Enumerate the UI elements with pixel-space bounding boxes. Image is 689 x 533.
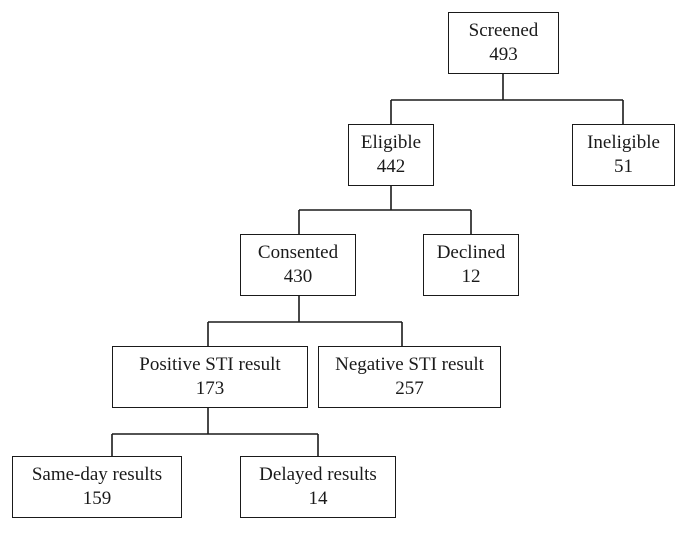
delayed-results-box: Delayed results 14 — [240, 456, 396, 518]
ineligible-box: Ineligible 51 — [572, 124, 675, 186]
screened-box: Screened 493 — [448, 12, 559, 74]
positive-sti-box: Positive STI result 173 — [112, 346, 308, 408]
screened-label: Screened — [468, 20, 539, 41]
same-day-results-count: 159 — [82, 488, 112, 509]
same-day-results-label: Same-day results — [31, 464, 163, 485]
consented-count: 430 — [283, 266, 313, 287]
declined-count: 12 — [461, 266, 481, 287]
ineligible-label: Ineligible — [587, 132, 660, 153]
negative-sti-box: Negative STI result 257 — [318, 346, 501, 408]
declined-box: Declined 12 — [423, 234, 519, 296]
delayed-results-label: Delayed results — [259, 464, 377, 485]
negative-sti-count: 257 — [395, 378, 424, 399]
eligible-count: 442 — [376, 156, 406, 177]
consented-box: Consented 430 — [240, 234, 356, 296]
consented-label: Consented — [257, 242, 339, 263]
positive-sti-count: 173 — [195, 378, 225, 399]
same-day-results-box: Same-day results 159 — [12, 456, 182, 518]
ineligible-count: 51 — [614, 156, 633, 177]
eligible-label: Eligible — [360, 132, 422, 153]
delayed-results-count: 14 — [308, 488, 328, 509]
screened-count: 493 — [489, 44, 518, 65]
negative-sti-label: Negative STI result — [335, 354, 484, 375]
declined-label: Declined — [436, 242, 506, 263]
positive-sti-label: Positive STI result — [139, 354, 281, 375]
eligible-box: Eligible 442 — [348, 124, 434, 186]
